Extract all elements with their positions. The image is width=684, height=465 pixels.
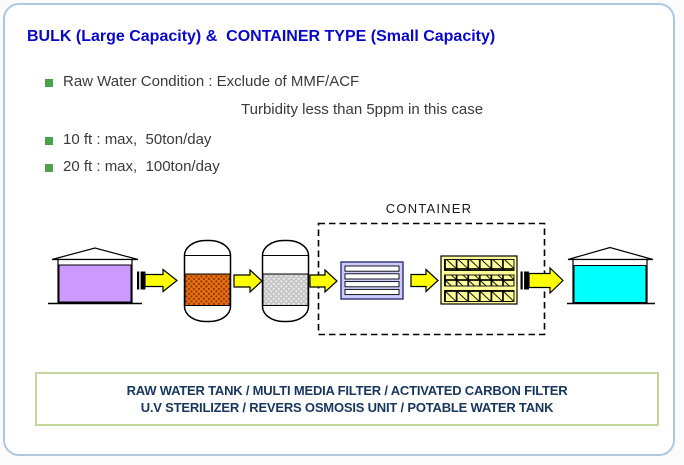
flow-arrow-icon: [528, 266, 564, 295]
slide-panel: BULK (Large Capacity) & CONTAINER TYPE (…: [3, 3, 675, 456]
reverse-osmosis-unit: [440, 255, 518, 305]
tank-roof: [567, 246, 654, 261]
potable-water-fill: [573, 265, 647, 303]
bullet-20ft-capacity: 20 ft : max, 100ton/day: [63, 158, 220, 175]
activated-carbon-filter: [261, 239, 310, 323]
bullet-10ft-capacity: 10 ft : max, 50ton/day: [63, 131, 212, 148]
potable-water-tank: [567, 246, 655, 305]
multi-media-filter: [183, 239, 232, 323]
carbon-bed: [262, 273, 309, 306]
slide-title: BULK (Large Capacity) & CONTAINER TYPE (…: [27, 28, 496, 45]
bullet-square-icon: [45, 164, 53, 172]
bullet-square-icon: [45, 137, 53, 145]
pipe-connector-icon: [520, 271, 529, 290]
caption-line-2: U.V STERILIZER / REVERS OSMOSIS UNIT / P…: [140, 400, 554, 415]
bullet-square-icon: [45, 79, 53, 87]
media-bed: [184, 273, 231, 306]
pipe-connector-icon: [137, 271, 146, 290]
equipment-caption-box: RAW WATER TANK / MULTI MEDIA FILTER / AC…: [35, 372, 659, 426]
flow-arrow-icon: [144, 268, 178, 293]
bullet-raw-water-condition: Raw Water Condition : Exclude of MMF/ACF: [63, 73, 360, 90]
raw-water-fill: [58, 264, 132, 303]
raw-water-tank: [48, 247, 142, 305]
tank-roof: [51, 247, 139, 261]
bullet-raw-water-condition-line2: Turbidity less than 5ppm in this case: [241, 101, 484, 118]
container-label: CONTAINER: [386, 201, 472, 216]
caption-line-1: RAW WATER TANK / MULTI MEDIA FILTER / AC…: [126, 383, 568, 398]
ro-membrane-rows: [444, 259, 515, 302]
uv-sterilizer: [340, 261, 404, 300]
process-flow-diagram: CONTAINER: [48, 201, 655, 336]
flow-arrow-icon: [309, 268, 338, 294]
flow-arrow-icon: [410, 268, 439, 293]
flow-arrow-icon: [233, 268, 263, 294]
